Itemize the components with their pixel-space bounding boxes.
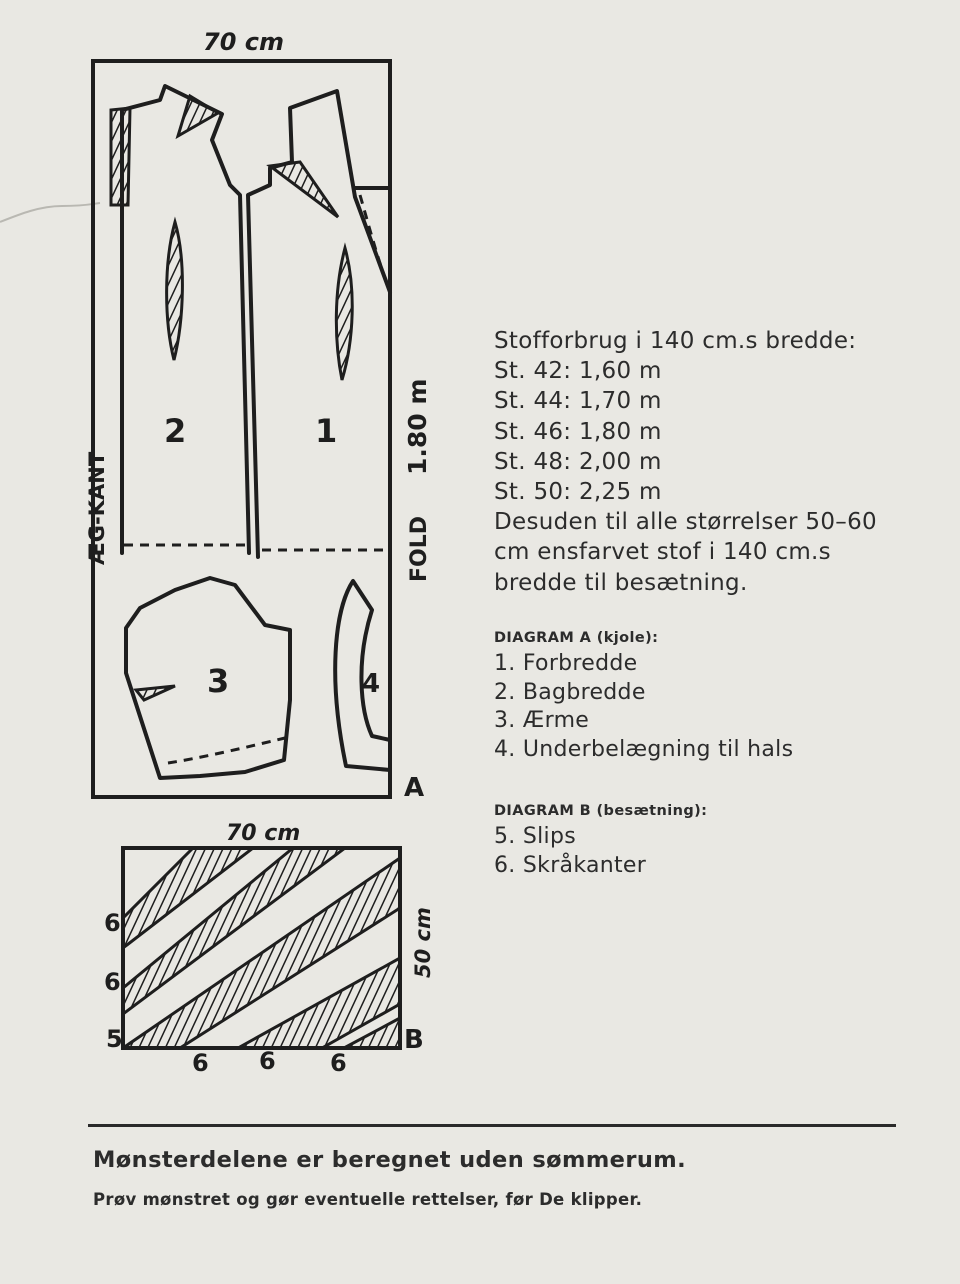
footer-divider [88,1124,896,1127]
strip-label-left-3: 5 [106,1025,123,1053]
diagram-b-frame [121,846,402,1050]
paper-crease [0,202,101,223]
extra-line: cm ensfarvet stof i 140 cm.s [494,539,831,566]
piece-1-waist-dart [334,242,354,381]
footer-note-fitting: Prøv mønstret og gør eventuelle rettelse… [93,1190,643,1209]
bias-strip-1 [123,848,256,950]
footer-note-seam: Mønsterdelene er beregnet uden sømmerum. [93,1147,687,1173]
piece-1-number: 1 [315,412,337,450]
strip-label-bottom-3: 6 [330,1049,347,1077]
strip-label-left-2: 6 [104,968,121,996]
diagram-b-height-label: 50 cm [411,907,435,978]
fold-label: FOLD [407,516,432,582]
diagram-a-frame [91,59,392,799]
bias-strip-4 [234,956,400,1048]
diagram-a: 70 cm 2 1 3 4 ÆG-KANT FOLD 1.80 m A [85,28,432,803]
diagram-a-corner-label: A [404,773,424,803]
strip-label-left-1: 6 [104,909,121,937]
legend-a-item: 1. Forbredde [494,651,638,676]
piece-3-number: 3 [207,662,229,700]
diagram-a-width-label: 70 cm [203,28,284,56]
legend-b-item: 5. Slips [494,824,576,849]
bias-strip-3 [123,856,400,1048]
bias-strip-5 [343,1016,400,1048]
piece-1-front-line [358,194,392,293]
legend-b-heading: DIAGRAM B (besætning): [494,803,708,819]
bias-strips [123,848,400,1048]
diagram-b-corner-label: B [404,1025,424,1055]
bias-strip-2 [123,848,348,1016]
piece-4-outline [333,579,392,772]
diagram-b-width-label: 70 cm [226,821,300,846]
legend-b-item: 6. Skråkanter [494,852,647,878]
legend-a-heading: DIAGRAM A (kjole): [494,630,659,646]
strip-label-bottom-2: 6 [259,1047,276,1075]
piece-3-hem-line [167,736,286,765]
extra-line: bredde til besætning. [494,569,748,596]
size-line: St. 48: 2,00 m [494,448,662,475]
selvedge-label: ÆG-KANT [85,451,109,565]
fabric-consumption: Stofforbrug i 140 cm.s bredde: St. 42: 1… [494,326,877,598]
size-line: St. 50: 2,25 m [494,479,662,506]
legend-a-item: 4. Underbelægning til hals [494,736,794,762]
size-line: St. 42: 1,60 m [494,358,662,385]
piece-2-neck-dart [175,93,221,140]
length-label: 1.80 m [403,379,432,475]
size-line: St. 44: 1,70 m [494,388,662,415]
piece-2-number: 2 [164,412,186,450]
consumption-heading: Stofforbrug i 140 cm.s bredde: [494,328,857,354]
legend-diagram-a: DIAGRAM A (kjole): 1. Forbredde 2. Bagbr… [494,630,793,764]
legend-a-item: 3. Ærme [494,708,590,734]
piece-2-outline [120,84,251,555]
piece-2-waist-dart [165,216,184,361]
piece-1-neck-dart [266,160,340,219]
piece-4-number: 4 [362,669,380,699]
diagram-b: 70 cm 50 cm B 6 6 5 6 6 6 [104,821,435,1077]
extra-line: Desuden til alle størrelser 50–60 [494,509,877,536]
legend-a-item: 2. Bagbredde [494,679,646,705]
strip-label-bottom-1: 6 [192,1049,209,1077]
piece-3-outline [124,576,292,780]
size-line: St. 46: 1,80 m [494,418,662,445]
piece-1-outline [246,89,392,559]
piece-3-dart [133,684,176,702]
legend-diagram-b: DIAGRAM B (besætning): 5. Slips 6. Skråk… [494,803,707,880]
